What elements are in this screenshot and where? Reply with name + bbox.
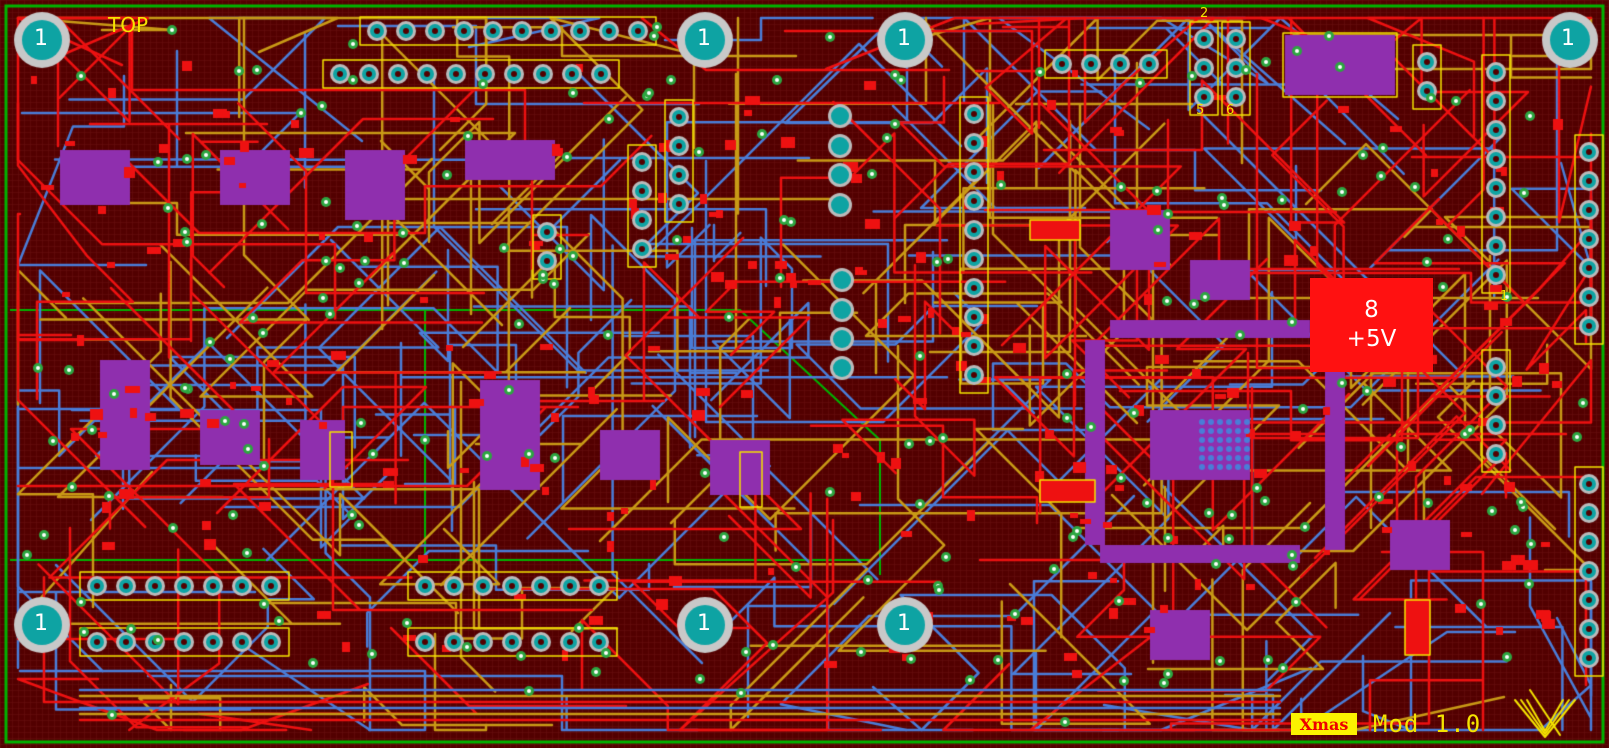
power-block-voltage: +5V	[1346, 326, 1397, 352]
mounting-hole-label: 1	[34, 611, 48, 636]
connector-pin-number: 5	[1196, 103, 1205, 118]
mounting-hole-label: 1	[34, 26, 48, 51]
power-block-number: 8	[1364, 297, 1379, 324]
mounting-hole-label: 1	[897, 26, 911, 51]
xmas-badge: Xmas	[1291, 713, 1357, 735]
mounting-hole-label: 1	[897, 611, 911, 636]
connector-pin-number: 2	[1200, 6, 1209, 21]
version-label: Mod 1.0	[1373, 710, 1482, 738]
mounting-hole-label: 1	[697, 611, 711, 636]
power-regulator-block: 8 +5V	[1310, 278, 1433, 372]
connector-pin-number: 6	[1226, 103, 1235, 118]
layer-top-label: TOP	[108, 13, 149, 37]
connector-pin-number: 1	[1500, 289, 1509, 304]
mounting-hole-label: 1	[1561, 26, 1575, 51]
mounting-hole-label: 1	[697, 26, 711, 51]
